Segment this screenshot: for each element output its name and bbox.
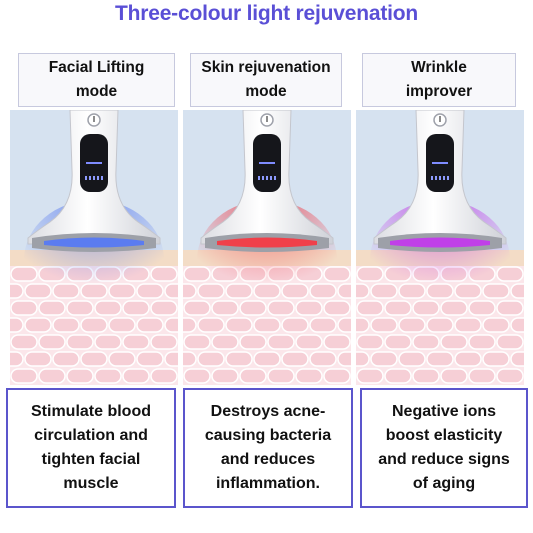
device-illustration-red xyxy=(183,110,351,385)
device-illustration-blue xyxy=(10,110,178,385)
description-box-wrinkle-improver: Negative ions boost elasticity and reduc… xyxy=(360,388,528,508)
description-line: inflammation. xyxy=(215,475,320,492)
description-line: tighten facial xyxy=(41,451,141,468)
description-line: circulation and xyxy=(34,427,148,444)
description-line: Destroys acne- xyxy=(210,403,326,420)
mode-label-line2: mode xyxy=(245,83,287,100)
mode-label-line1: Facial Lifting xyxy=(48,59,145,76)
mode-label-wrinkle-improver: Wrinkle improver xyxy=(362,53,516,107)
device-illustration-purple xyxy=(356,110,524,385)
description-box-facial-lifting: Stimulate blood circulation and tighten … xyxy=(6,388,176,508)
mode-label-facial-lifting: Facial Lifting mode xyxy=(18,53,175,107)
mode-label-line2: improver xyxy=(405,83,473,100)
page-title: Three-colour light rejuvenation xyxy=(115,2,418,25)
mode-label-skin-rejuvenation: Skin rejuvenation mode xyxy=(190,53,342,107)
description-line: muscle xyxy=(63,475,119,492)
description-box-skin-rejuvenation: Destroys acne- causing bacteria and redu… xyxy=(183,388,353,508)
description-line: and reduce signs xyxy=(378,451,510,468)
description-line: and reduces xyxy=(220,451,316,468)
description-line: of aging xyxy=(412,475,476,492)
description-line: Stimulate blood xyxy=(31,403,151,420)
description-line: causing bacteria xyxy=(204,427,332,444)
mode-label-line1: Wrinkle xyxy=(411,59,467,76)
description-line: boost elasticity xyxy=(385,427,503,444)
mode-label-line1: Skin rejuvenation xyxy=(201,59,331,76)
mode-label-line2: mode xyxy=(75,83,118,100)
description-line: Negative ions xyxy=(391,403,497,420)
